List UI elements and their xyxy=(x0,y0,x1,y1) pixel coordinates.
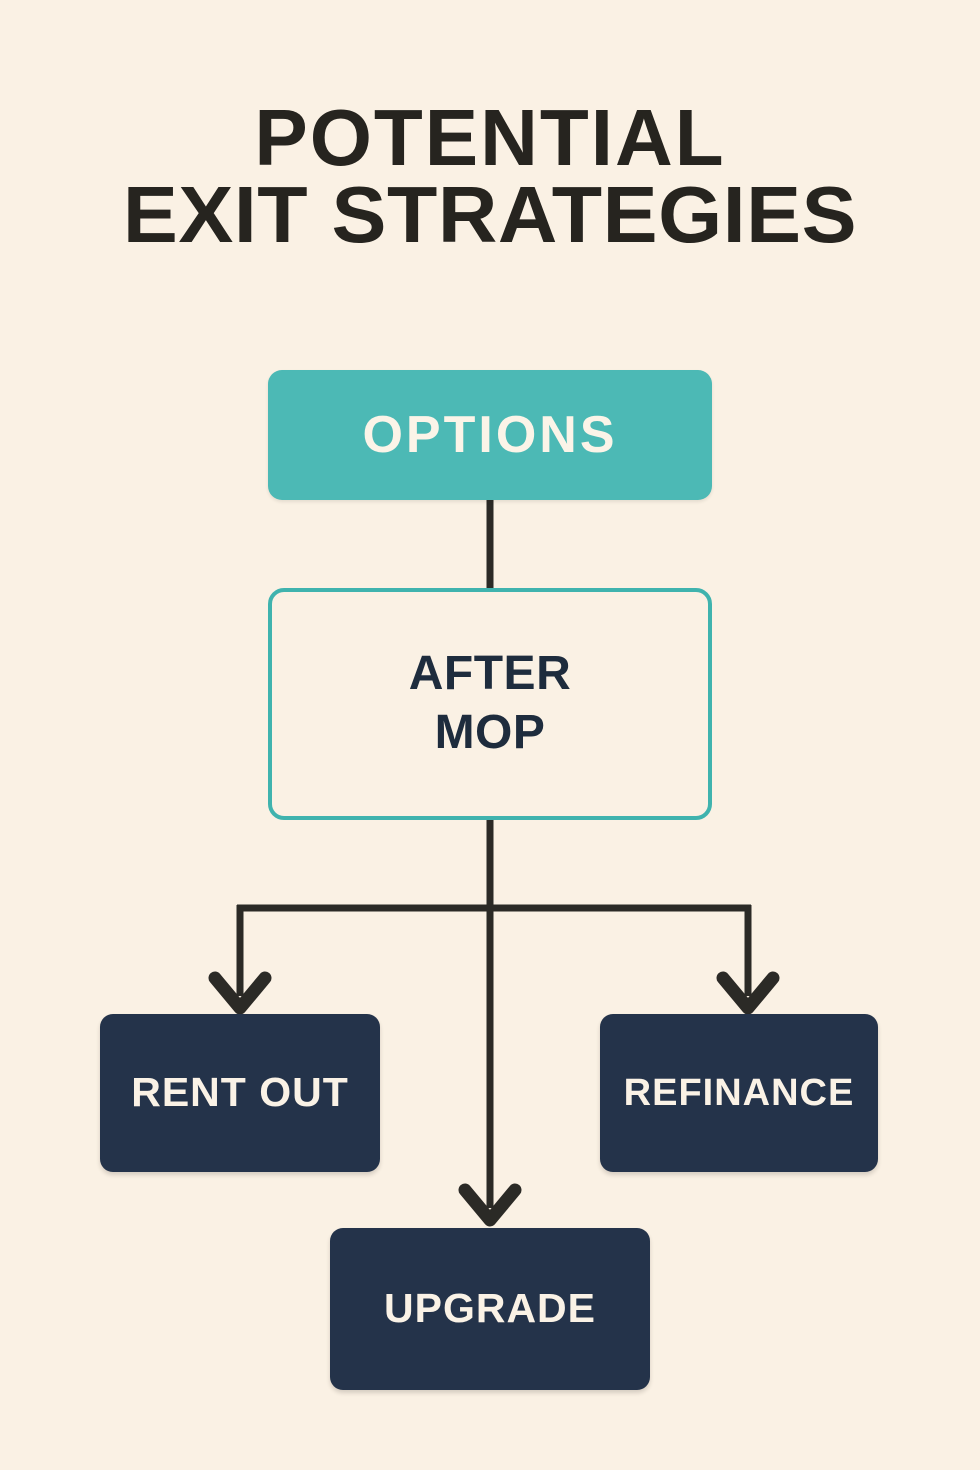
arrowhead-rent-out xyxy=(208,971,272,1015)
arrowhead-refinance xyxy=(716,971,780,1015)
node-refinance-label: REFINANCE xyxy=(623,1071,855,1114)
page-title: POTENTIAL EXIT STRATEGIES xyxy=(0,93,980,259)
node-refinance[interactable]: REFINANCE xyxy=(600,1014,878,1172)
node-upgrade[interactable]: UPGRADE xyxy=(330,1228,650,1390)
node-options-label: OPTIONS xyxy=(362,405,618,464)
title-line-1: POTENTIAL xyxy=(254,93,726,182)
node-options[interactable]: OPTIONS xyxy=(268,370,712,500)
title-line-2: EXIT STRATEGIES xyxy=(122,169,858,259)
node-rent-out-label: RENT OUT xyxy=(131,1069,349,1116)
arrowhead-upgrade xyxy=(458,1183,522,1227)
node-after-mop-label-line2: MOP xyxy=(434,706,546,759)
node-after-mop-label: AFTER MOP xyxy=(409,645,571,762)
node-rent-out[interactable]: RENT OUT xyxy=(100,1014,380,1172)
node-after-mop-label-line1: AFTER xyxy=(408,647,572,701)
node-after-mop[interactable]: AFTER MOP xyxy=(268,588,712,820)
node-upgrade-label: UPGRADE xyxy=(383,1285,597,1332)
